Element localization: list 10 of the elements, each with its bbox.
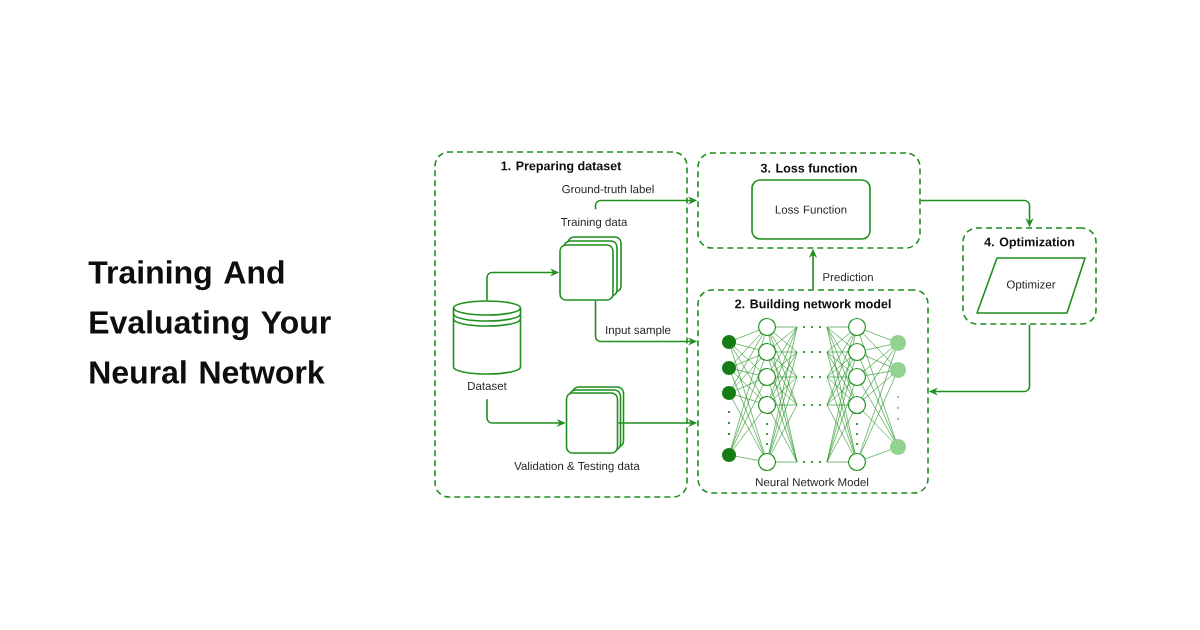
edge-label: Input sample — [603, 324, 673, 338]
node-caption: Validation & Testing data — [514, 461, 640, 473]
title: Training And Evaluating Your Neural Network — [88, 260, 331, 384]
rounded-box: Loss Function — [751, 179, 871, 240]
parallelogram-box: Optimizer — [976, 257, 1086, 314]
edge-label: Prediction — [820, 271, 876, 283]
node-caption: Neural Network Model — [756, 477, 869, 487]
edge-label: Ground-truth label — [560, 183, 656, 195]
node-caption: Training data — [560, 217, 628, 229]
node-caption: Dataset — [468, 382, 507, 390]
